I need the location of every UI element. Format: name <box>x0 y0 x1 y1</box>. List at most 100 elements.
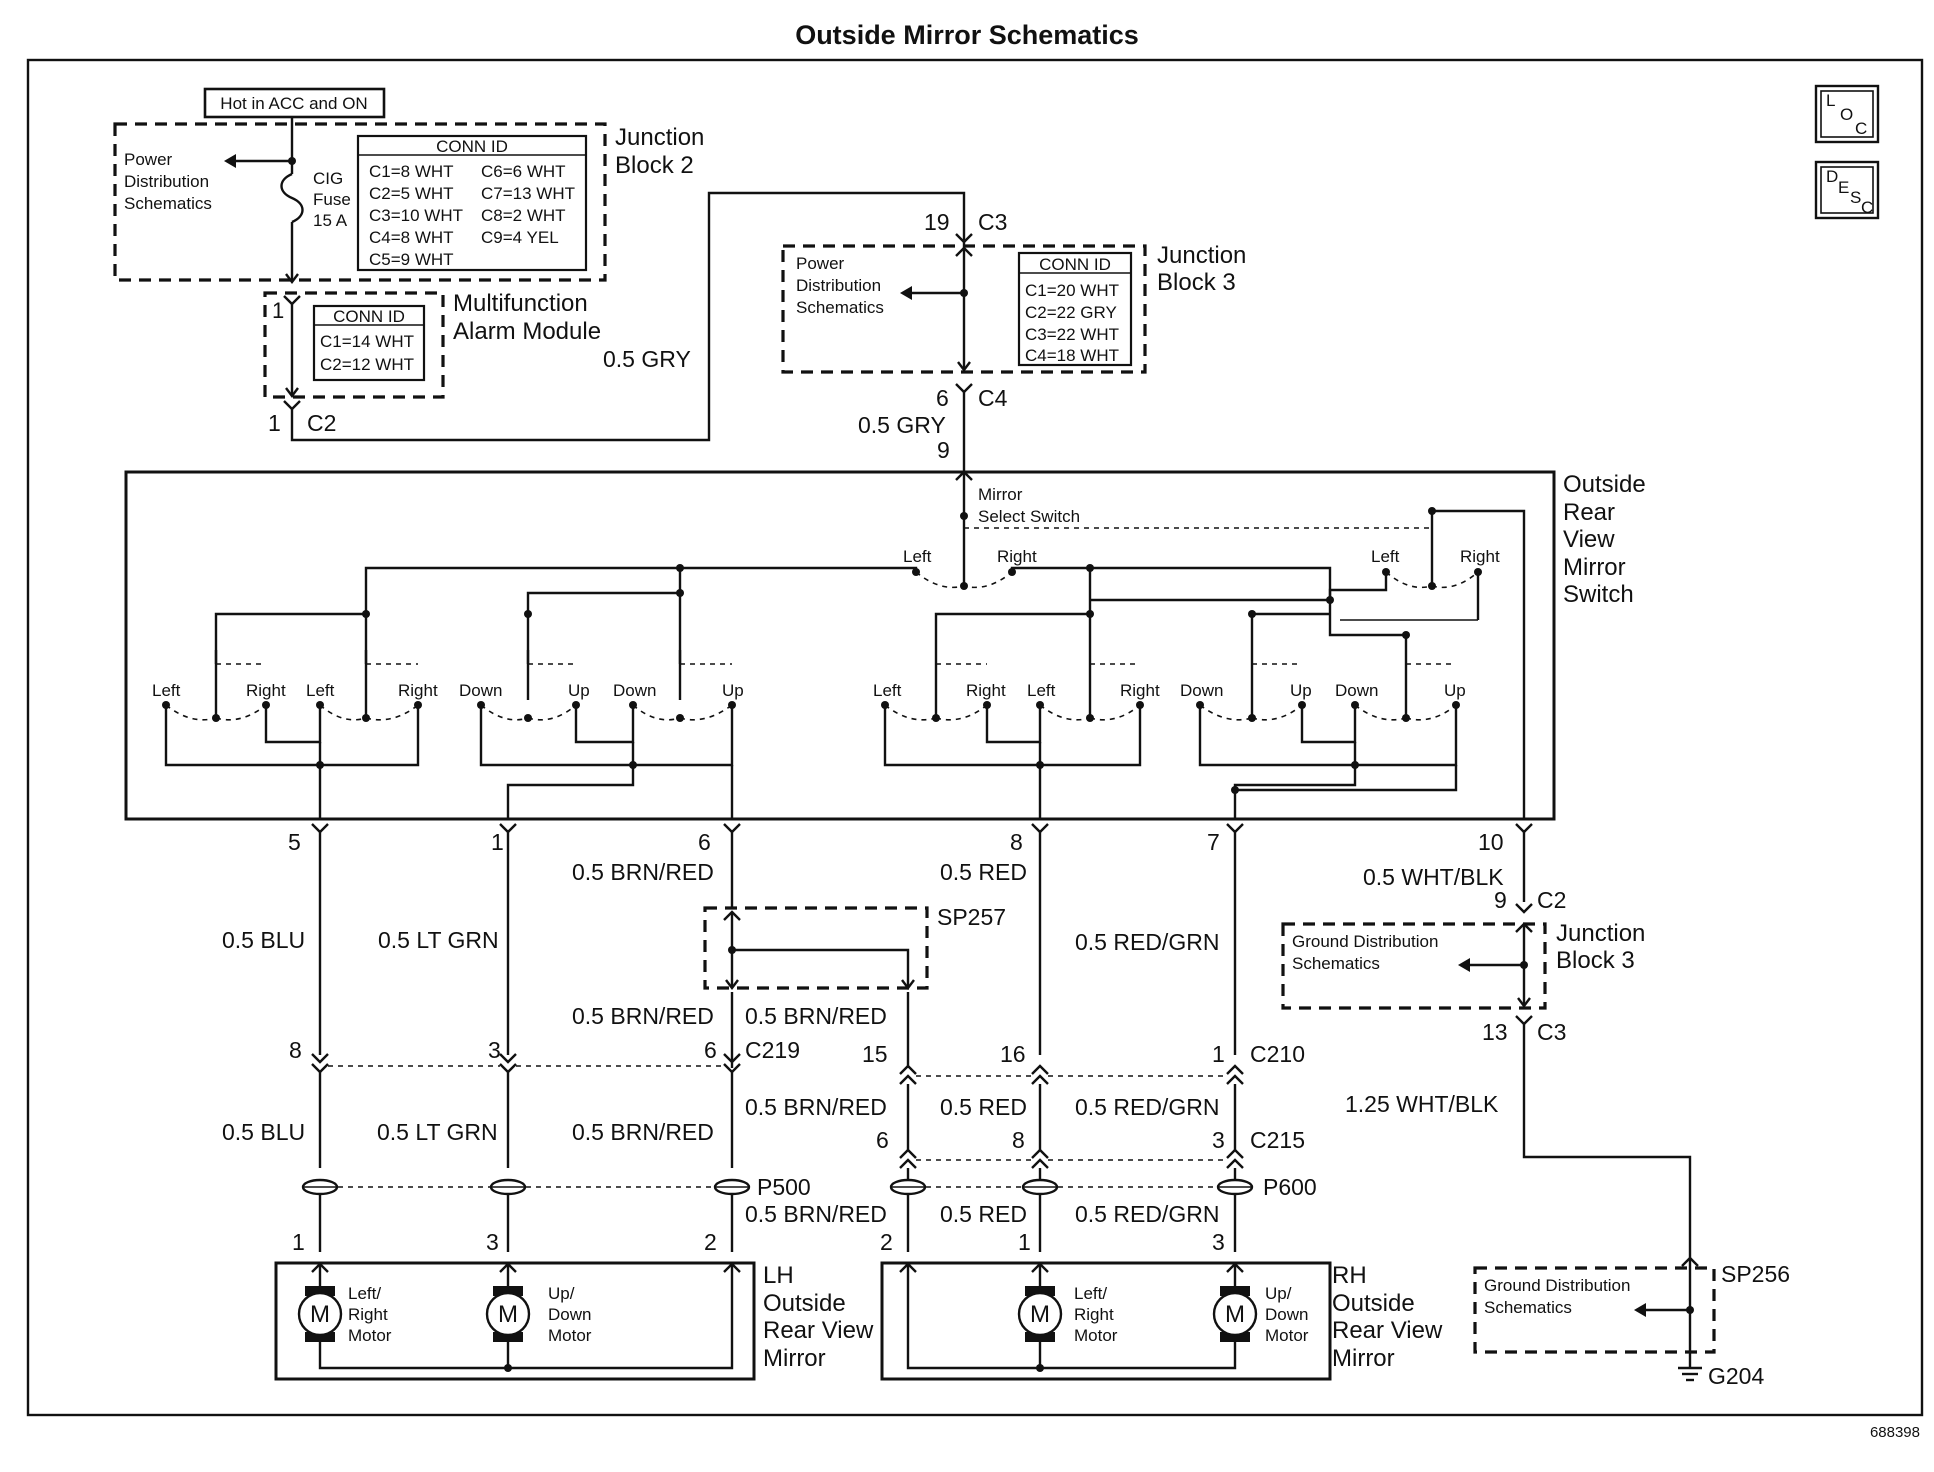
jb2-conn-c7: C7=13 WHT <box>481 184 575 203</box>
svg-text:8: 8 <box>1010 829 1023 855</box>
svg-text:1: 1 <box>292 1229 305 1255</box>
lh-mirror: 1 3 2 M Left/ Right Motor M Up/ Down Mot… <box>274 1229 874 1381</box>
wire-red-grn-label: 0.5 RED/GRN <box>1075 929 1219 955</box>
svg-text:C3: C3 <box>1537 1019 1566 1045</box>
jb2-conn-id-box <box>356 134 588 272</box>
mam-conn-id-title: CONN ID <box>333 307 405 326</box>
hot-in-acc-label: Hot in ACC and ON <box>220 94 367 113</box>
cig-fuse-symbol <box>280 172 304 224</box>
svg-text:Left/: Left/ <box>348 1284 381 1303</box>
svg-text:Rear View: Rear View <box>1332 1317 1443 1344</box>
mid-blu-label: 0.5 BLU <box>222 1119 305 1145</box>
svg-text:Motor: Motor <box>1265 1326 1309 1345</box>
description-icon[interactable]: D E S C <box>1814 160 1880 220</box>
switch-label-5: Switch <box>1563 581 1634 608</box>
svg-text:Right: Right <box>398 681 438 700</box>
switch-label-1: Outside <box>1563 471 1646 498</box>
c210-connector: 15 16 1 C210 <box>862 1041 1305 1085</box>
junction-block-3-ground: 9 C2 Junction Block 3 Ground Distributio… <box>1281 887 1645 1045</box>
svg-text:Right: Right <box>246 681 286 700</box>
select-left-label-2: Left <box>1371 547 1400 566</box>
svg-text:S: S <box>1850 188 1861 207</box>
cig-fuse-label-2: Fuse <box>313 190 351 209</box>
mam-label-2: Alarm Module <box>453 318 601 345</box>
jb3-conn-c4-id: C4=18 WHT <box>1025 346 1119 365</box>
cig-fuse-label-3: 15 A <box>313 211 348 230</box>
jb2-conn-c6: C6=6 WHT <box>481 162 566 181</box>
svg-text:Motor: Motor <box>548 1326 592 1345</box>
svg-text:1: 1 <box>1212 1041 1225 1067</box>
svg-text:Up: Up <box>1290 681 1312 700</box>
jb2-conn-id-title: CONN ID <box>436 137 508 156</box>
jb3-pds-1: Power <box>796 254 845 273</box>
svg-text:Down: Down <box>459 681 502 700</box>
location-icon[interactable]: L O C <box>1814 84 1880 144</box>
mirror-select-label-2: Select Switch <box>978 507 1080 526</box>
ground-wire <box>1522 1024 1692 1258</box>
svg-text:2: 2 <box>880 1229 893 1255</box>
jb2-conn-c1: C1=8 WHT <box>369 162 454 181</box>
svg-text:P500: P500 <box>757 1174 811 1200</box>
ground-g204-label: G204 <box>1708 1363 1764 1389</box>
jb3-c4-label: C4 <box>978 385 1008 411</box>
sp256-splice: SP256 Ground Distribution Schematics <box>1473 1256 1790 1368</box>
wire-brn-red-label: 0.5 BRN/RED <box>572 859 714 885</box>
mam-c2-label: C2 <box>307 410 336 436</box>
svg-text:3: 3 <box>486 1229 499 1255</box>
mid-lt-grn-label: 0.5 LT GRN <box>377 1119 498 1145</box>
select-left-label: Left <box>903 547 932 566</box>
svg-text:M: M <box>1030 1301 1050 1328</box>
svg-text:Outside: Outside <box>763 1290 846 1317</box>
svg-text:Schematics: Schematics <box>1484 1298 1572 1317</box>
mid-right-brn-red-label: 0.5 BRN/RED <box>745 1094 887 1120</box>
select-right-label-2: Right <box>1460 547 1500 566</box>
svg-text:Block 3: Block 3 <box>1556 947 1635 974</box>
cig-fuse-label-1: CIG <box>313 169 343 188</box>
svg-text:C219: C219 <box>745 1037 800 1063</box>
switch-label-2: Rear <box>1563 499 1615 526</box>
svg-text:Left: Left <box>152 681 181 700</box>
mid-brn-red-label: 0.5 BRN/RED <box>572 1119 714 1145</box>
svg-text:15: 15 <box>862 1041 888 1067</box>
jb2-pds-label-2: Distribution <box>124 172 209 191</box>
jb3-conn-c2: C2=22 GRY <box>1025 303 1117 322</box>
svg-text:SP256: SP256 <box>1721 1261 1790 1287</box>
jb3-label-2: Block 3 <box>1157 269 1236 296</box>
svg-text:1: 1 <box>491 829 504 855</box>
ground-wire-label: 1.25 WHT/BLK <box>1345 1091 1499 1117</box>
svg-text:5: 5 <box>288 829 301 855</box>
multifunction-alarm-module <box>263 291 445 399</box>
jb2-conn-c2: C2=5 WHT <box>369 184 454 203</box>
junction-block-2-label-2: Block 2 <box>615 152 694 179</box>
svg-text:Down: Down <box>1265 1305 1308 1324</box>
sp257-splice <box>703 906 929 990</box>
switch-output-pins: 5 1 6 8 7 10 <box>288 823 1533 855</box>
left-switch-group: Left Right Left Right Down Up Down Up <box>152 650 744 818</box>
c219-connector: 8 3 6 C219 <box>289 1037 800 1074</box>
svg-text:Right: Right <box>966 681 1006 700</box>
jb3-conn-c3-id: C3=22 WHT <box>1025 325 1119 344</box>
svg-text:Motor: Motor <box>1074 1326 1118 1345</box>
junction-block-2-label-1: Junction <box>615 124 704 151</box>
wire-red-label: 0.5 RED <box>940 859 1027 885</box>
jb2-conn-c5: C5=9 WHT <box>369 250 454 269</box>
svg-text:Right: Right <box>1074 1305 1114 1324</box>
jb3-pds-3: Schematics <box>796 298 884 317</box>
svg-text:Up: Up <box>568 681 590 700</box>
svg-text:Schematics: Schematics <box>1292 954 1380 973</box>
mam-conn-c1: C1=14 WHT <box>320 332 414 351</box>
svg-text:Up: Up <box>1444 681 1466 700</box>
svg-text:Right: Right <box>1120 681 1160 700</box>
wire-blu-label: 0.5 BLU <box>222 927 305 953</box>
low-red-label: 0.5 RED <box>940 1201 1027 1227</box>
svg-text:16: 16 <box>1000 1041 1026 1067</box>
mam-label-1: Multifunction <box>453 290 588 317</box>
mam-conn-id-box <box>312 304 426 382</box>
switch-label-3: View <box>1563 526 1615 553</box>
rh-up-down-motor-icon: M <box>1212 1286 1258 1342</box>
svg-text:C2: C2 <box>1537 887 1566 913</box>
sp257-out-right-label: 0.5 BRN/RED <box>745 1003 887 1029</box>
svg-text:C210: C210 <box>1250 1041 1305 1067</box>
svg-text:Rear View: Rear View <box>763 1317 874 1344</box>
